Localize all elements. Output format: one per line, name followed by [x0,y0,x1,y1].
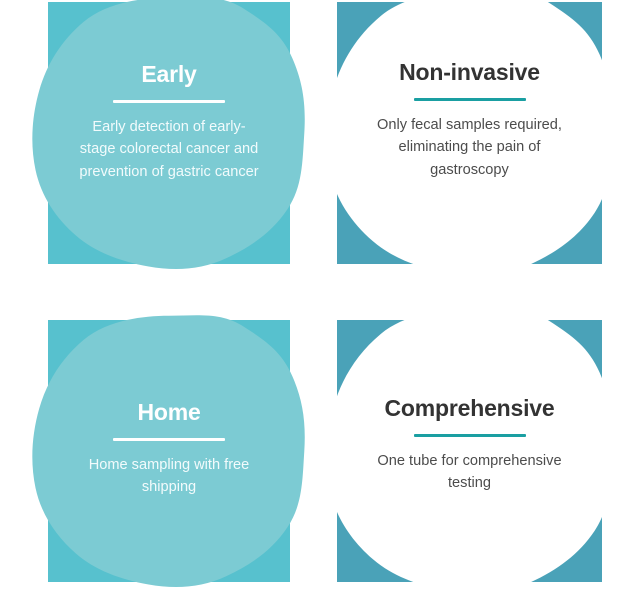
card-description-non-invasive: Only fecal samples required, eliminating… [377,117,562,178]
card-divider-comprehensive [413,434,526,438]
card-divider-early [113,100,225,104]
card-description-home: Home sampling with free shipping [88,457,250,496]
feature-card-early[interactable]: Early Early detection of early-stage col… [32,0,305,270]
blob-shape-home [30,312,308,590]
card-content-early: Early Early detection of early-stage col… [48,2,290,264]
card-title-home: Home [137,399,201,425]
feature-card-grid: Early Early detection of early-stage col… [32,0,613,594]
card-title-non-invasive: Non-invasive [399,59,540,85]
card-description-comprehensive: One tube for comprehensive testing [377,453,562,492]
feature-card-comprehensive[interactable]: Comprehensive One tube for comprehensive… [325,308,613,594]
feature-card-home[interactable]: Home Home sampling with free shipping [32,315,305,588]
card-divider-non-invasive [413,98,526,102]
card-divider-home [113,438,225,442]
blob-shape-non-invasive [324,0,616,279]
card-content-home: Home Home sampling with free shipping [48,320,290,582]
blob-shape-comprehensive [324,305,616,597]
blob-shape-early [30,0,308,272]
card-content-non-invasive: Non-invasive Only fecal samples required… [337,2,602,264]
feature-card-non-invasive[interactable]: Non-invasive Only fecal samples required… [325,0,613,276]
card-title-early: Early [141,61,197,87]
card-description-early: Early detection of early-stage colorecta… [79,119,259,180]
card-title-comprehensive: Comprehensive [384,395,555,421]
card-content-comprehensive: Comprehensive One tube for comprehensive… [337,320,602,582]
